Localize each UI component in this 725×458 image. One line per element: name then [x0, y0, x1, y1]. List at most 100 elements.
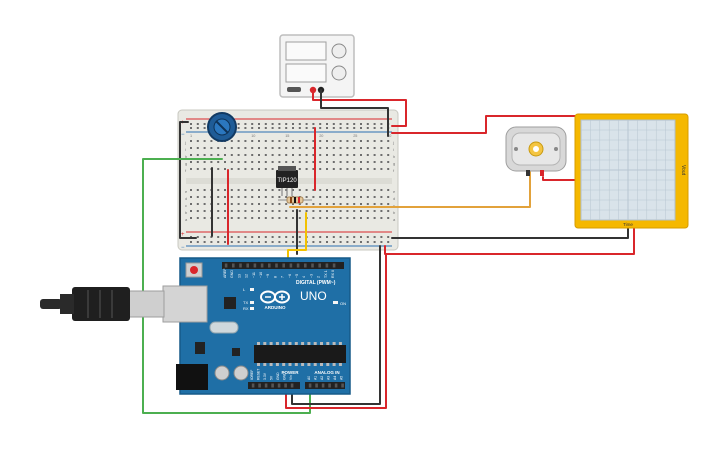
terminal-hole[interactable]: [312, 217, 315, 219]
terminal-hole[interactable]: [278, 189, 281, 191]
rail-hole[interactable]: [319, 241, 322, 243]
rail-hole[interactable]: [319, 127, 322, 129]
terminal-hole[interactable]: [292, 203, 294, 205]
terminal-hole[interactable]: [251, 196, 254, 198]
terminal-hole[interactable]: [332, 154, 335, 156]
terminal-hole[interactable]: [271, 147, 274, 149]
terminal-hole[interactable]: [285, 147, 288, 149]
terminal-hole[interactable]: [258, 189, 260, 191]
rail-hole[interactable]: [353, 236, 356, 238]
terminal-hole[interactable]: [203, 168, 206, 170]
terminal-hole[interactable]: [380, 168, 383, 170]
rail-hole[interactable]: [332, 241, 335, 243]
terminal-hole[interactable]: [373, 203, 376, 205]
terminal-hole[interactable]: [190, 189, 192, 191]
terminal-hole[interactable]: [312, 203, 315, 205]
terminal-hole[interactable]: [353, 154, 356, 156]
rail-hole[interactable]: [190, 127, 192, 129]
terminal-hole[interactable]: [196, 189, 199, 191]
terminal-hole[interactable]: [312, 196, 315, 198]
terminal-hole[interactable]: [271, 217, 274, 219]
terminal-hole[interactable]: [217, 161, 220, 163]
terminal-hole[interactable]: [237, 203, 240, 205]
terminal-hole[interactable]: [380, 210, 383, 212]
terminal-hole[interactable]: [339, 161, 342, 163]
rail-hole[interactable]: [196, 241, 199, 243]
terminal-hole[interactable]: [292, 210, 294, 212]
terminal-hole[interactable]: [196, 217, 199, 219]
terminal-hole[interactable]: [380, 147, 383, 149]
terminal-hole[interactable]: [278, 217, 281, 219]
terminal-hole[interactable]: [366, 168, 369, 170]
terminal-hole[interactable]: [251, 154, 254, 156]
rail-hole[interactable]: [264, 236, 267, 238]
power-pin[interactable]: [271, 383, 274, 388]
terminal-hole[interactable]: [326, 168, 328, 170]
terminal-hole[interactable]: [326, 210, 328, 212]
terminal-hole[interactable]: [264, 203, 267, 205]
rail-hole[interactable]: [387, 236, 390, 238]
terminal-hole[interactable]: [230, 217, 233, 219]
terminal-hole[interactable]: [285, 140, 288, 142]
terminal-hole[interactable]: [230, 147, 233, 149]
terminal-hole[interactable]: [332, 140, 335, 142]
terminal-hole[interactable]: [203, 147, 206, 149]
terminal-hole[interactable]: [339, 203, 342, 205]
rail-hole[interactable]: [210, 241, 213, 243]
terminal-hole[interactable]: [251, 140, 254, 142]
rail-hole[interactable]: [332, 127, 335, 129]
terminal-hole[interactable]: [319, 161, 322, 163]
rail-hole[interactable]: [203, 127, 206, 129]
rail-hole[interactable]: [319, 123, 322, 125]
terminal-hole[interactable]: [251, 189, 254, 191]
terminal-hole[interactable]: [264, 168, 267, 170]
rail-hole[interactable]: [339, 236, 342, 238]
terminal-hole[interactable]: [366, 140, 369, 142]
rail-hole[interactable]: [190, 241, 192, 243]
usb-cable[interactable]: [40, 287, 165, 321]
terminal-hole[interactable]: [373, 168, 376, 170]
terminal-hole[interactable]: [298, 189, 301, 191]
rail-hole[interactable]: [292, 123, 294, 125]
terminal-hole[interactable]: [190, 196, 192, 198]
terminal-hole[interactable]: [387, 217, 390, 219]
terminal-hole[interactable]: [258, 196, 260, 198]
terminal-hole[interactable]: [346, 168, 349, 170]
rail-hole[interactable]: [251, 127, 254, 129]
analog-pin[interactable]: [341, 383, 344, 388]
terminal-hole[interactable]: [360, 203, 362, 205]
terminal-hole[interactable]: [224, 210, 226, 212]
terminal-hole[interactable]: [360, 217, 362, 219]
terminal-hole[interactable]: [217, 168, 220, 170]
resistor[interactable]: [278, 196, 312, 204]
terminal-hole[interactable]: [278, 147, 281, 149]
rail-hole[interactable]: [332, 236, 335, 238]
rail-hole[interactable]: [366, 127, 369, 129]
terminal-hole[interactable]: [305, 203, 308, 205]
terminal-hole[interactable]: [353, 217, 356, 219]
digital-pin[interactable]: [224, 263, 228, 268]
terminal-hole[interactable]: [339, 168, 342, 170]
terminal-hole[interactable]: [190, 168, 192, 170]
terminal-hole[interactable]: [326, 161, 328, 163]
power-header[interactable]: [248, 382, 300, 389]
terminal-hole[interactable]: [387, 203, 390, 205]
terminal-hole[interactable]: [271, 154, 274, 156]
terminal-hole[interactable]: [346, 140, 349, 142]
terminal-hole[interactable]: [305, 168, 308, 170]
rail-hole[interactable]: [346, 127, 349, 129]
power-supply[interactable]: [279, 34, 355, 98]
terminal-hole[interactable]: [305, 196, 308, 198]
terminal-hole[interactable]: [292, 161, 294, 163]
terminal-hole[interactable]: [244, 147, 247, 149]
terminal-hole[interactable]: [230, 189, 233, 191]
terminal-hole[interactable]: [258, 161, 260, 163]
terminal-hole[interactable]: [271, 210, 274, 212]
terminal-hole[interactable]: [258, 210, 260, 212]
terminal-hole[interactable]: [190, 210, 192, 212]
terminal-hole[interactable]: [366, 203, 369, 205]
rail-hole[interactable]: [217, 241, 220, 243]
dc-motor[interactable]: [505, 126, 567, 176]
digital-pin[interactable]: [289, 263, 293, 268]
